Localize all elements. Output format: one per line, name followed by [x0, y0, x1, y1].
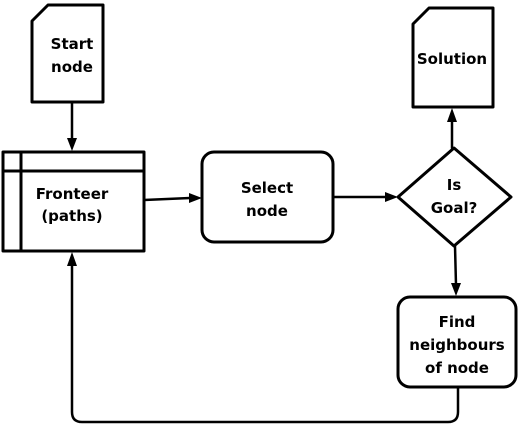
solution-node-label: Solution [417, 50, 487, 68]
solution-node-shape [411, 6, 495, 109]
neighbours-node-label-line3: of node [425, 359, 489, 377]
select-node-shape [200, 150, 335, 244]
select-node: Select node [200, 150, 335, 244]
goal-decision-label-line1: Is [447, 176, 462, 194]
neighbours-node-label-line1: Find [439, 313, 476, 331]
solution-node: Solution [411, 6, 495, 109]
select-node-label-line1: Select [241, 179, 293, 197]
fronteer-node-label-line2: (paths) [41, 207, 102, 225]
edge-start-to-fronteer [67, 100, 77, 151]
goal-decision: Is Goal? [396, 146, 513, 248]
edge-goal-to-solution [447, 108, 457, 150]
neighbours-node-shape [396, 295, 518, 389]
neighbours-node: Find neighbours of node [396, 295, 518, 389]
edge-goal-to-neighbours [451, 244, 461, 296]
edge-neighbours-to-fronteer [67, 252, 460, 424]
select-node-label-line2: node [246, 202, 288, 220]
goal-decision-shape [396, 146, 513, 248]
fronteer-node-shape [1, 150, 146, 253]
start-node-label-line1: Start [51, 35, 94, 53]
start-node-shape [30, 3, 105, 104]
start-node: Start node [30, 3, 105, 104]
fronteer-node-label-line1: Fronteer [36, 185, 109, 203]
edge-select-to-goal [331, 192, 398, 202]
neighbours-node-label-line2: neighbours [409, 336, 505, 354]
goal-decision-label-line2: Goal? [431, 199, 478, 217]
fronteer-node: Fronteer (paths) [1, 150, 146, 253]
start-node-label-line2: node [51, 58, 93, 76]
edge-fronteer-to-select [142, 193, 202, 203]
